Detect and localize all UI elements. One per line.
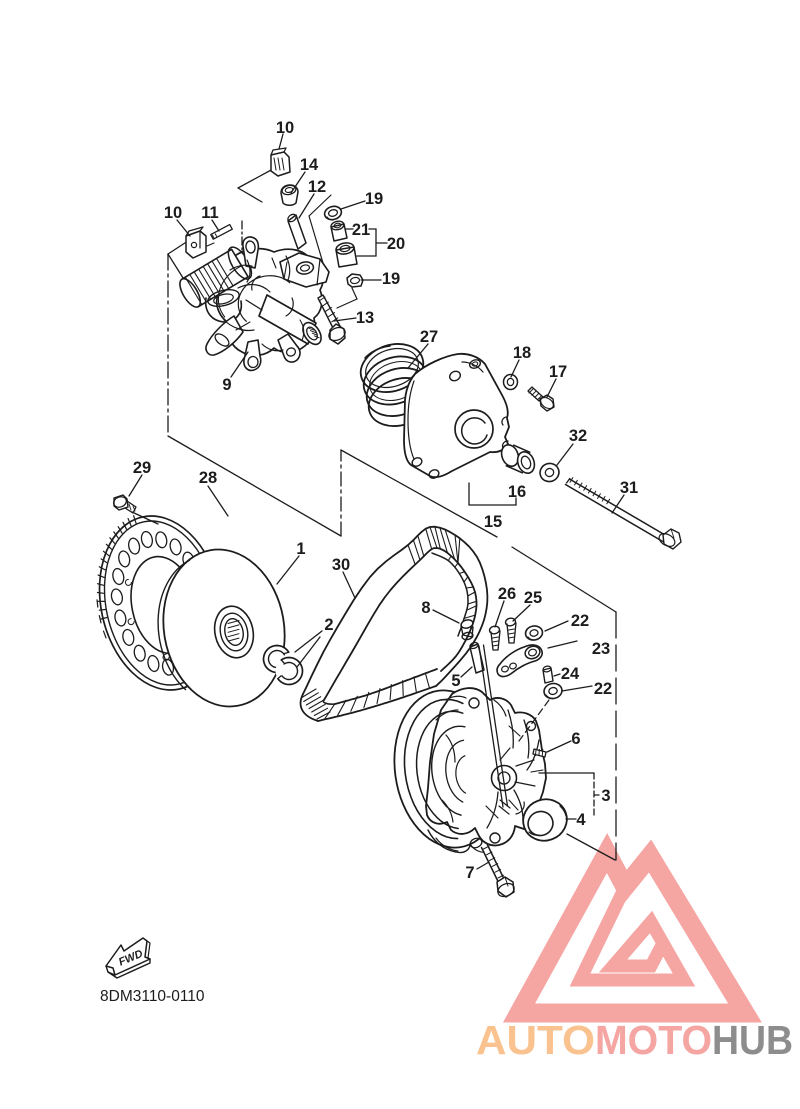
svg-text:9: 9 (222, 376, 231, 394)
svg-text:19: 19 (365, 190, 383, 208)
svg-text:10: 10 (164, 204, 182, 222)
svg-text:27: 27 (420, 328, 438, 346)
svg-text:30: 30 (332, 556, 350, 574)
svg-text:8DM3110-0110: 8DM3110-0110 (100, 988, 205, 1005)
svg-text:3: 3 (601, 787, 610, 805)
svg-text:AUTO: AUTO (476, 1017, 595, 1063)
svg-text:16: 16 (508, 483, 526, 501)
svg-text:32: 32 (569, 427, 587, 445)
svg-text:11: 11 (201, 204, 218, 222)
svg-text:18: 18 (513, 344, 531, 362)
svg-text:5: 5 (451, 672, 460, 690)
svg-text:22: 22 (594, 680, 612, 698)
svg-text:15: 15 (484, 513, 502, 531)
svg-text:23: 23 (592, 640, 610, 658)
svg-text:17: 17 (549, 363, 567, 381)
svg-text:22: 22 (571, 612, 589, 630)
svg-text:MOTO: MOTO (595, 1017, 712, 1063)
svg-text:8: 8 (421, 599, 430, 617)
svg-text:19: 19 (382, 270, 400, 288)
svg-text:29: 29 (133, 459, 151, 477)
svg-text:24: 24 (561, 665, 580, 683)
svg-text:HUB: HUB (712, 1017, 793, 1063)
svg-text:26: 26 (498, 585, 516, 603)
svg-text:2: 2 (324, 616, 333, 634)
svg-text:10: 10 (276, 119, 294, 137)
svg-text:31: 31 (620, 479, 638, 497)
svg-text:12: 12 (308, 178, 326, 196)
svg-text:14: 14 (300, 156, 319, 174)
svg-text:28: 28 (199, 469, 217, 487)
svg-text:25: 25 (524, 589, 542, 607)
svg-text:6: 6 (571, 730, 580, 748)
svg-text:4: 4 (576, 811, 586, 829)
svg-text:21: 21 (352, 221, 370, 239)
svg-text:1: 1 (296, 540, 305, 558)
svg-text:7: 7 (465, 864, 474, 882)
svg-text:13: 13 (356, 309, 374, 327)
svg-text:20: 20 (387, 235, 405, 253)
